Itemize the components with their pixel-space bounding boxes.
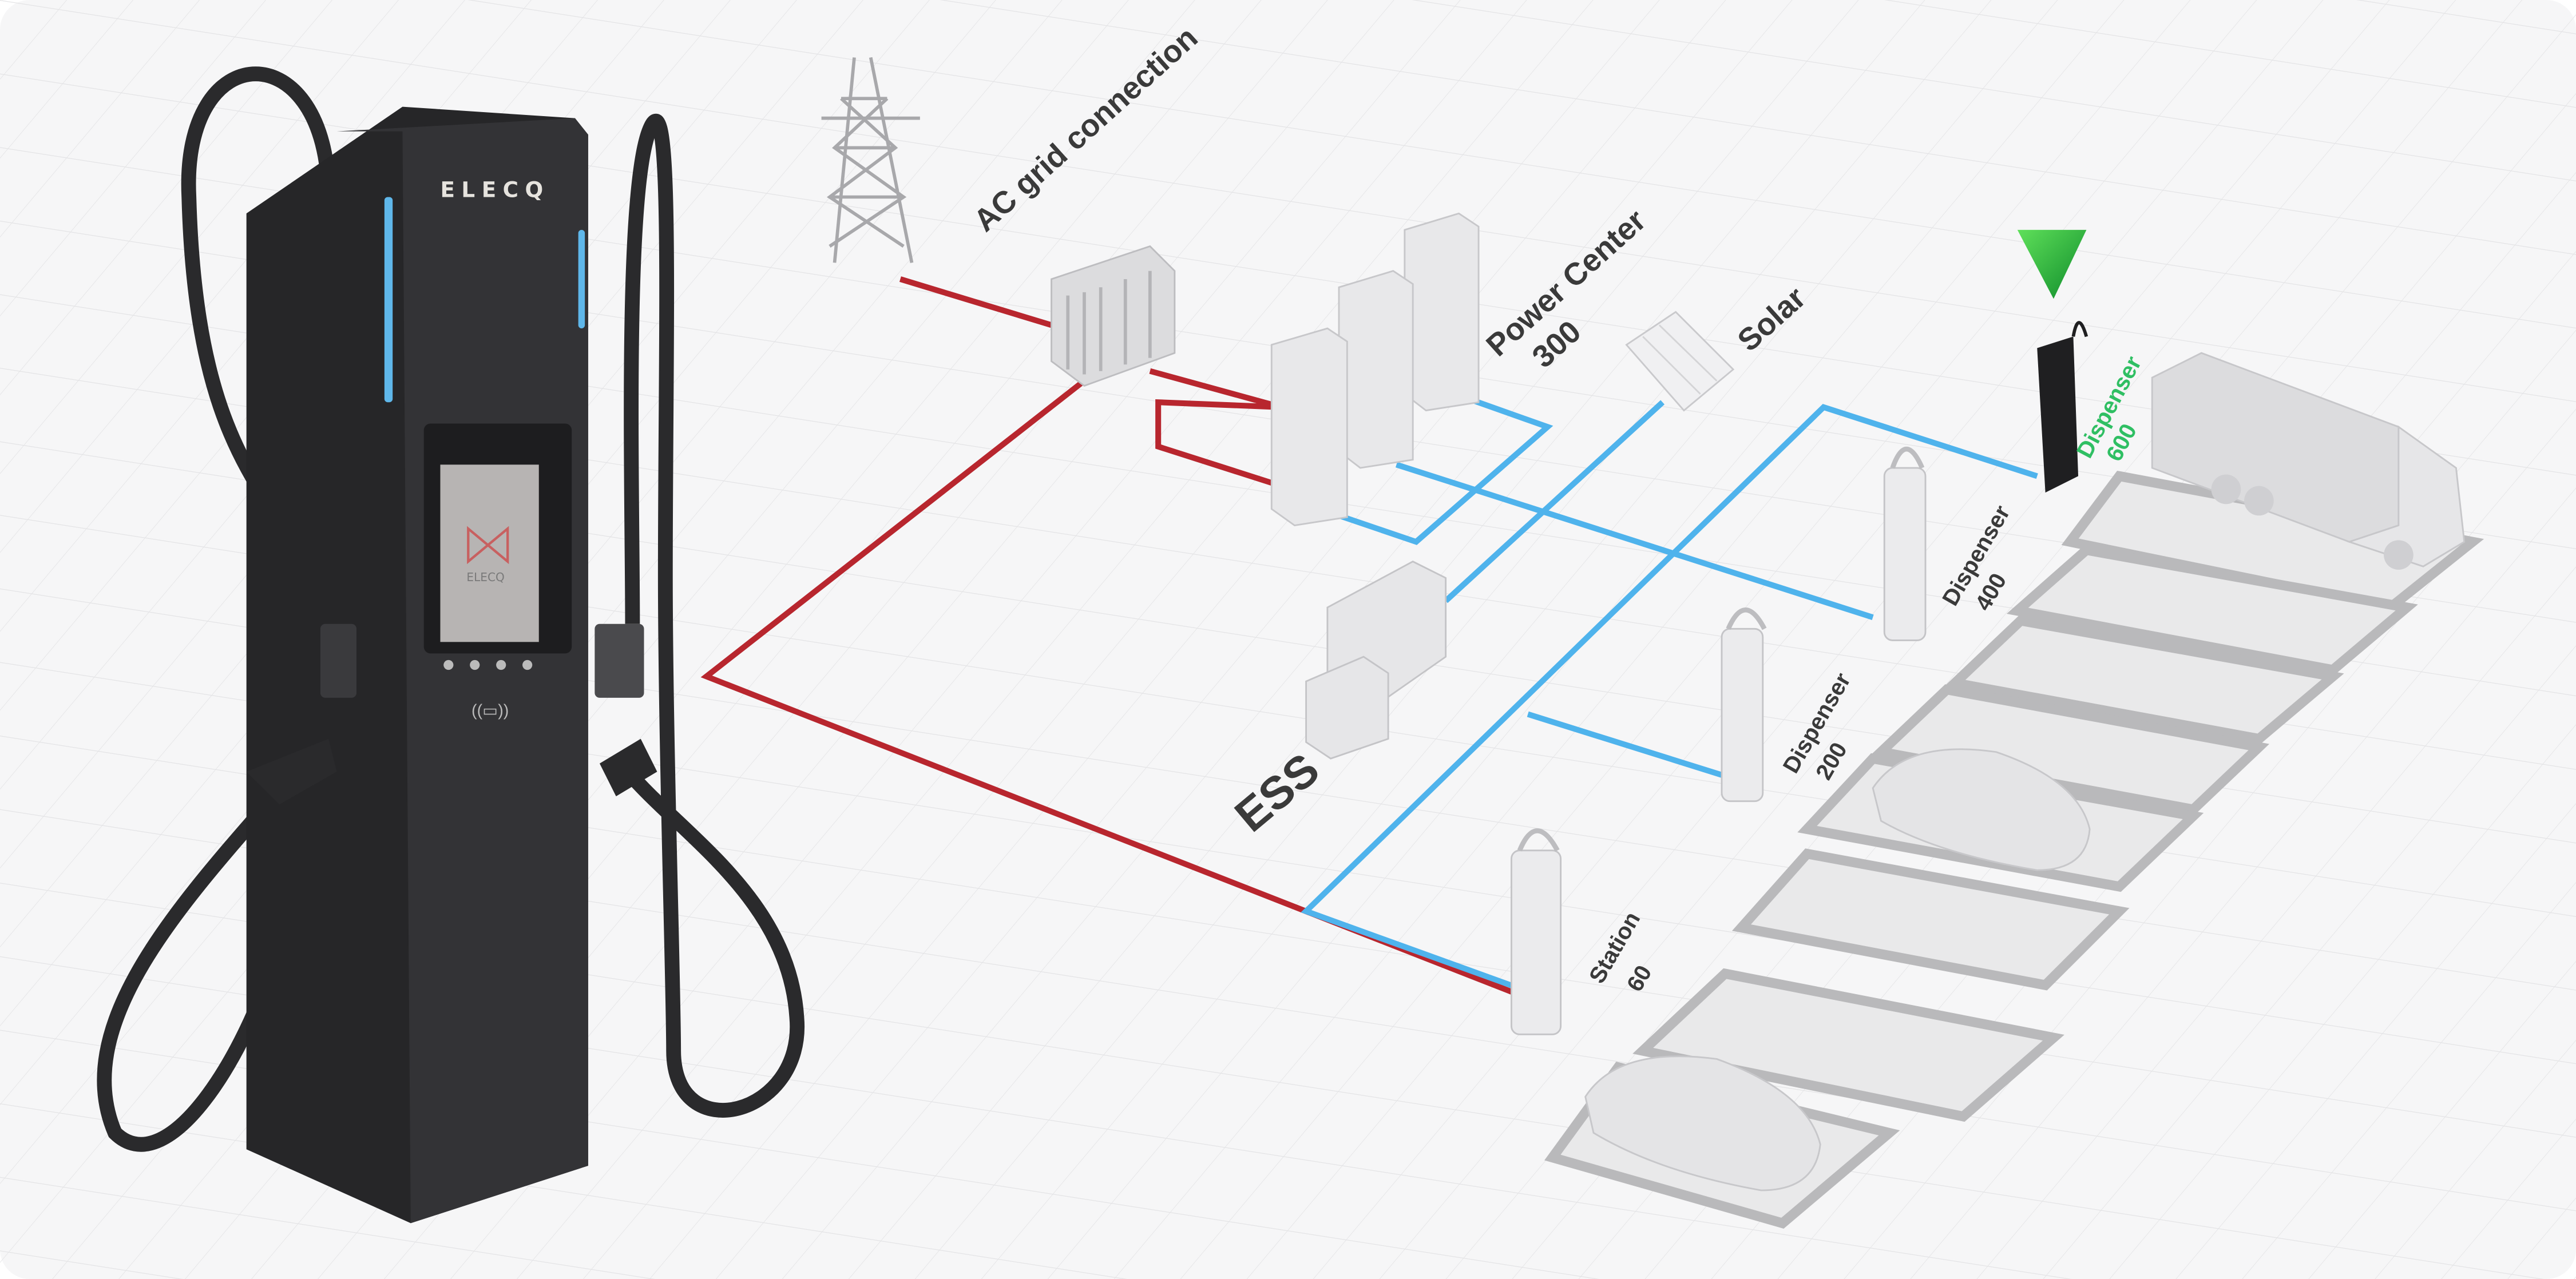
grid-pylon-icon bbox=[821, 57, 920, 263]
cabinet bbox=[1338, 270, 1414, 469]
dispenser-600-unit bbox=[2037, 321, 2088, 493]
charger-buttons[interactable] bbox=[443, 660, 533, 670]
charger-brand-logo: ELECQ bbox=[440, 177, 549, 202]
truck-icon bbox=[2151, 352, 2466, 570]
dispenser-200-unit bbox=[1721, 607, 1767, 803]
rfid-reader-icon: ((▭)) bbox=[471, 701, 509, 720]
cabinet bbox=[1404, 212, 1480, 412]
highlight-marker-icon bbox=[2017, 229, 2087, 299]
ess-cabinets bbox=[1305, 561, 1447, 760]
parking-bay bbox=[1731, 848, 2130, 991]
car-icon bbox=[1584, 1055, 1821, 1191]
ac-lines bbox=[700, 276, 1521, 998]
elecq-charger: ELECQ ELECQ ((▭)) bbox=[97, 66, 805, 1224]
power-center-cabinets bbox=[1270, 212, 1480, 527]
dc-line-power-center-loop bbox=[1333, 388, 1553, 545]
ac-line-power-center bbox=[1149, 368, 1283, 489]
charging-cable bbox=[609, 114, 805, 1118]
car-icon bbox=[1872, 748, 2091, 871]
ac-line-grid bbox=[899, 276, 1053, 328]
station-60-unit bbox=[1511, 828, 1562, 1035]
solar-panel-icon bbox=[1625, 311, 1735, 412]
dc-line-dispenser-200 bbox=[1527, 711, 1723, 778]
parking-bay bbox=[1632, 968, 2064, 1122]
ac-line-station bbox=[700, 372, 1521, 998]
charging-connector-holder[interactable] bbox=[320, 623, 357, 698]
parking-bay bbox=[2006, 545, 2418, 676]
dc-lines bbox=[1301, 388, 2038, 991]
charging-connector[interactable] bbox=[599, 738, 657, 797]
parking-bay bbox=[1944, 615, 2344, 744]
dc-line-dispenser-400 bbox=[1395, 462, 1874, 621]
screen-logo-icon bbox=[467, 526, 509, 565]
parking-bay bbox=[1870, 684, 2270, 815]
charging-cable bbox=[97, 766, 302, 1152]
screen-brand-text: ELECQ bbox=[466, 570, 504, 584]
charging-connector-holder[interactable] bbox=[595, 623, 644, 698]
dispenser-400-unit bbox=[1883, 447, 1927, 641]
cabinet bbox=[1270, 327, 1348, 527]
dc-line-solar-ess bbox=[1444, 400, 1665, 603]
dc-line-main bbox=[1301, 404, 2038, 991]
transformer-icon bbox=[1051, 245, 1176, 387]
charging-connector[interactable] bbox=[246, 738, 337, 805]
